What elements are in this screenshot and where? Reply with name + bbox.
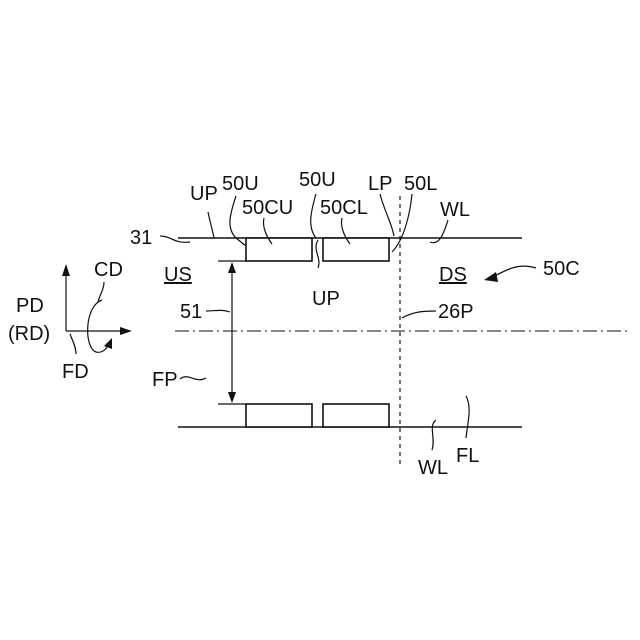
arrow-50c [492,266,536,277]
leader-up-left [208,212,214,238]
label-fd: FD [62,361,89,383]
leader-50l [392,194,412,252]
label-cd: CD [94,259,123,281]
label-fl: FL [456,445,479,467]
label-wl-top: WL [440,199,470,221]
leader-fd [70,334,76,354]
leader-50u-mid [311,194,316,238]
leader-wl-top [430,220,448,243]
leader-31 [160,236,190,242]
label-wl-bottom: WL [418,457,448,479]
upper-box-50cu [246,238,312,261]
axis-pd-arrowhead [62,264,70,276]
label-50c: 50C [543,258,580,280]
arrowhead-50c [484,272,498,282]
gap-arrowhead-bottom [228,392,236,403]
rotation-cd-arrowhead [104,338,112,349]
label-50u-mid: 50U [299,169,336,191]
lower-box-left [246,404,312,427]
label-50u-left: 50U [222,173,259,195]
label-50cl: 50CL [320,197,368,219]
label-lp: LP [368,173,392,195]
leader-cd [98,282,104,302]
lower-box-right [323,404,389,427]
label-fp: FP [152,369,178,391]
leader-26p [402,311,436,318]
upper-box-50cl [323,238,389,261]
label-up-left: UP [190,183,218,205]
axis-fd-arrowhead [120,327,132,335]
label-rd: (RD) [8,323,50,345]
leader-fp [180,377,206,380]
leader-fl [466,396,469,438]
label-pd: PD [16,295,44,317]
label-50l: 50L [404,173,437,195]
leader-up-mid [316,240,319,268]
label-50cu: 50CU [242,197,293,219]
leader-lp [380,194,394,236]
label-up-mid: UP [312,288,340,310]
label-us: US [164,264,192,286]
gap-arrowhead-top [228,262,236,273]
leader-wl-bottom [432,420,436,450]
leader-51 [206,310,230,312]
label-31: 31 [130,227,152,249]
label-26p: 26P [438,301,474,323]
label-51: 51 [180,301,202,323]
label-ds: DS [439,264,467,286]
